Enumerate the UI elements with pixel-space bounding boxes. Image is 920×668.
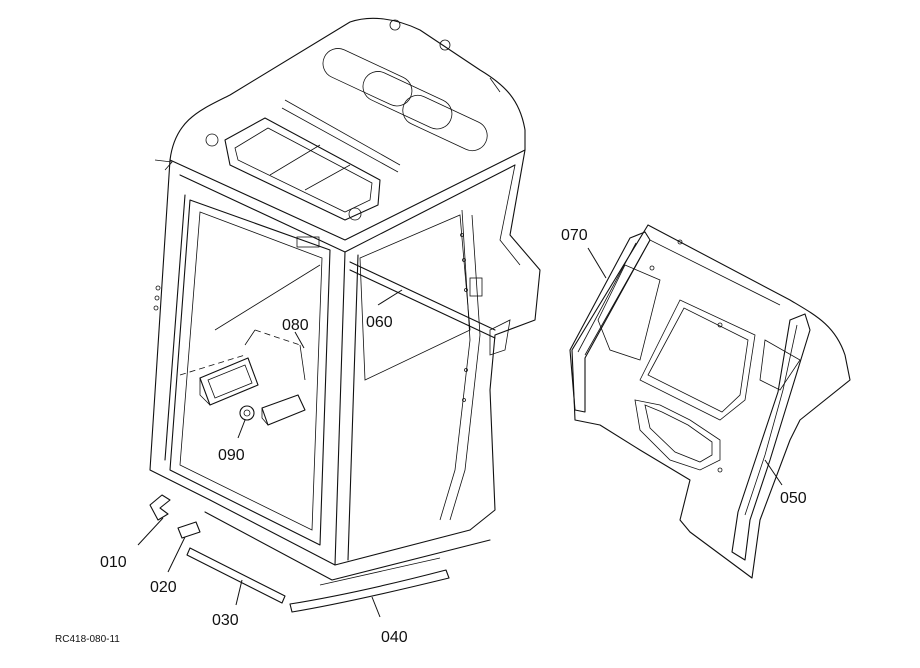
leader-lines [137,247,783,618]
rear-panel [569,224,851,579]
callout-050: 050 [780,490,807,507]
cab-lamp-assembly [179,329,306,426]
drawing-reference: RC418-080-11 [55,634,120,645]
part-040-shape [289,569,450,613]
callout-030: 030 [212,612,239,629]
cab-assembly [149,17,541,586]
callout-020: 020 [150,579,177,596]
part-030-shape [186,547,286,604]
callout-060: 060 [366,314,393,331]
callout-090: 090 [218,447,245,464]
part-010-shape [149,494,171,521]
callout-080: 080 [282,317,309,334]
callout-010: 010 [100,554,127,571]
callout-040: 040 [381,629,408,646]
callout-070: 070 [561,227,588,244]
part-020-shape [177,521,201,539]
